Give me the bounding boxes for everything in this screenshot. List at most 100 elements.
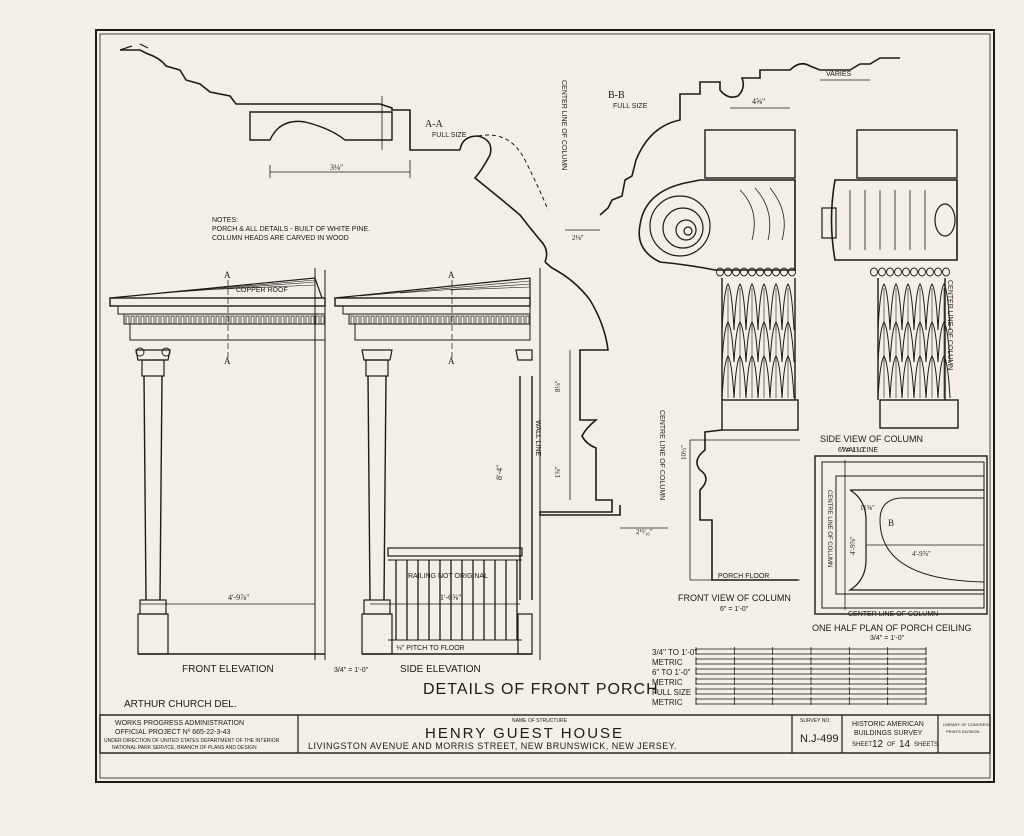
front-view-scale: 6" = 1'-0" xyxy=(720,606,749,613)
section-bb-label: B-B xyxy=(608,90,625,101)
leaf xyxy=(733,321,747,363)
half-plan-title: ONE HALF PLAN OF PORCH CEILING xyxy=(812,623,972,633)
side-view-title: SIDE VIEW OF COLUMN xyxy=(820,434,923,444)
sheets-word: SHEETS xyxy=(914,742,938,748)
bead xyxy=(724,267,732,277)
bead xyxy=(926,267,934,277)
acanthus-leaves xyxy=(721,283,795,399)
bead xyxy=(878,267,886,277)
half-plan-scale: 3/4" = 1'-0" xyxy=(870,635,905,642)
title-block: WORKS PROGRESS ADMINISTRATION OFFICIAL P… xyxy=(99,714,991,754)
leaf xyxy=(889,355,903,399)
section-mark-a-front-top: A xyxy=(224,270,231,280)
section-mark-a-side-bottom: A xyxy=(448,356,455,366)
bead xyxy=(902,267,910,277)
leaf xyxy=(769,283,783,331)
name-of-structure-label: NAME OF STRUCTURE xyxy=(512,718,568,724)
leaf xyxy=(721,355,735,399)
leaf xyxy=(877,355,891,399)
center-line-column-side: CENTER LINE OF COLUMN xyxy=(946,280,953,370)
leaf xyxy=(721,321,735,363)
library-line-2: PRINTS DIVISION xyxy=(946,729,979,734)
survey-no-label: SURVEY NO. xyxy=(800,718,831,724)
dim-col-height: 10½" xyxy=(680,445,688,460)
plan-dim-b: 11⅝" xyxy=(860,504,875,512)
dim-base: 2¹³⁄₁₆" xyxy=(636,528,653,536)
leaf xyxy=(925,283,939,331)
plan-dim-a: 4'-9⅞" xyxy=(912,550,931,558)
bead xyxy=(918,267,926,277)
dim-aa-width: 3⅛" xyxy=(330,163,343,172)
dim-height: 8'-4" xyxy=(495,465,504,480)
bead xyxy=(788,267,796,277)
scale-label: METRIC xyxy=(652,698,683,707)
leaf xyxy=(937,355,951,399)
leaf xyxy=(721,283,735,331)
leaf xyxy=(757,321,771,363)
leaf xyxy=(757,283,771,331)
acanthus-leaves-side xyxy=(877,283,951,399)
bead-row xyxy=(716,267,796,277)
bead xyxy=(886,267,894,277)
center-line-plan-bottom: CENTER LINE OF COLUMN xyxy=(848,611,938,618)
wall-line-plan: WALL LINE xyxy=(842,447,878,454)
profile-aa: A-A FULL SIZE 3⅛" xyxy=(119,43,549,263)
scale-label: METRIC xyxy=(652,658,683,667)
dentil xyxy=(125,315,130,325)
dim-side-width: 1'-6⅝" xyxy=(440,593,461,602)
sheet-number: 12 xyxy=(872,739,884,750)
railing-balusters xyxy=(395,560,518,640)
leaf xyxy=(913,321,927,363)
leaf xyxy=(913,283,927,331)
bead xyxy=(934,267,942,277)
wall-line-side: WALL LINE xyxy=(534,420,541,456)
bead xyxy=(942,267,950,277)
habs-line-1: HISTORIC AMERICAN xyxy=(852,721,924,728)
section-mark-a-side-top: A xyxy=(448,270,455,280)
wpa-line-3: UNDER DIRECTION OF UNITED STATES DEPARTM… xyxy=(104,738,280,744)
plan-dim-c: 4'-9⅞" xyxy=(849,536,857,555)
leaf xyxy=(901,283,915,331)
leaf xyxy=(745,283,759,331)
leaf xyxy=(913,355,927,399)
bead xyxy=(780,267,788,277)
leaf xyxy=(901,355,915,399)
leaf xyxy=(889,321,903,363)
dim-8: 8⅛" xyxy=(554,380,562,392)
wpa-line-2: OFFICIAL PROJECT Nº 665-22-3-43 xyxy=(115,729,230,736)
leaf xyxy=(937,283,951,331)
leaf xyxy=(733,355,747,399)
varies-label: VARIES xyxy=(826,71,851,78)
section-bb-sub: FULL SIZE xyxy=(613,103,648,110)
side-view-scale: 6" = 1'-0" xyxy=(838,447,867,454)
side-elevation: A A RAILING NOT ORIGINAL ⅛" PITCH TO FLO… xyxy=(334,268,541,675)
outer-border xyxy=(95,29,995,783)
notes-line-1: PORCH & ALL DETAILS - BUILT OF WHITE PIN… xyxy=(212,226,370,233)
delineator: ARTHUR CHURCH DEL. xyxy=(124,699,237,710)
sheet-word: SHEET xyxy=(852,742,872,748)
half-plan-ceiling: WALL LINE CENTRE LINE OF COLUMN CENTER L… xyxy=(812,447,988,642)
scale-label: 6" TO 1'-0" xyxy=(652,668,691,677)
bead xyxy=(756,267,764,277)
dim-front-width: 4'-9⅞" xyxy=(228,593,249,602)
leaf xyxy=(877,283,891,331)
front-view-title: FRONT VIEW OF COLUMN xyxy=(678,593,791,603)
front-elevation-title: FRONT ELEVATION xyxy=(182,664,274,675)
wpa-line-4: NATIONAL PARK SERVICE, BRANCH OF PLANS A… xyxy=(112,745,257,751)
profile-bb: B-B FULL SIZE 4⅝" VARIES 2⅛" CENTER LINE… xyxy=(560,57,900,242)
centre-line-plan: CENTRE LINE OF COLUMN xyxy=(826,490,832,567)
details-title: DETAILS OF FRONT PORCH xyxy=(423,681,659,698)
front-elevation: A A 4'-9⅞" COPPER ROOF FRONT ELEVATION xyxy=(109,268,326,675)
leaf xyxy=(745,321,759,363)
dentil xyxy=(350,315,355,325)
dim-1: 1⅝" xyxy=(554,466,562,478)
leaf xyxy=(745,355,759,399)
railing-not-original-label: RAILING NOT ORIGINAL xyxy=(408,573,488,580)
notes-line-2: COLUMN HEADS ARE CARVED IN WOOD xyxy=(212,235,349,242)
centre-line-column-front: CENTRE LINE OF COLUMN xyxy=(658,410,665,500)
structure-name: HENRY GUEST HOUSE xyxy=(425,725,624,742)
inner-border xyxy=(99,33,991,779)
dim-profile-width: 2⅛" xyxy=(572,234,584,242)
